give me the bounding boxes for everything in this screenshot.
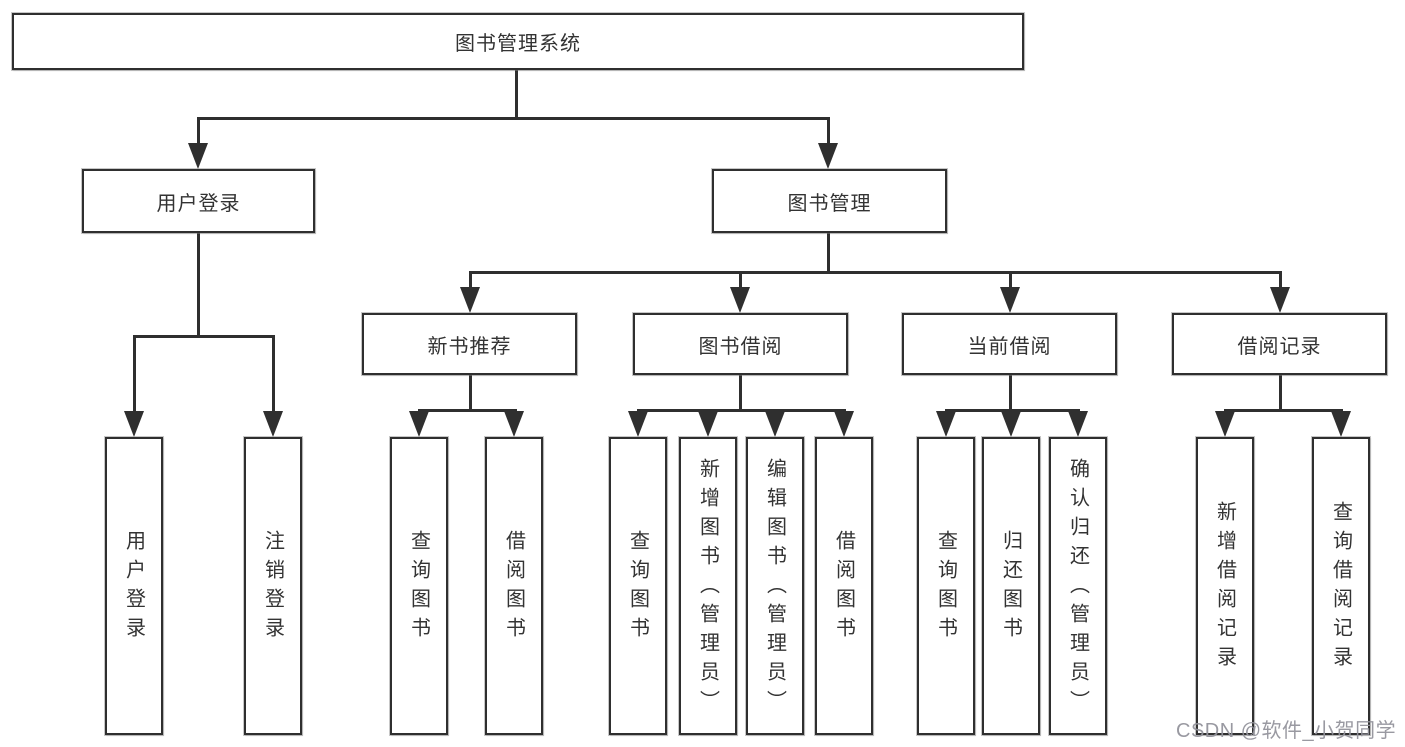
arrow-down-icon: [1331, 411, 1351, 437]
arrow-down-icon: [263, 411, 283, 437]
connector-line: [197, 117, 200, 147]
leaf-bb-add-book-admin: 新增图书（管理员）: [679, 437, 737, 735]
connector-line: [827, 117, 830, 147]
connector-line: [739, 271, 742, 291]
arrow-down-icon: [460, 287, 480, 313]
leaf-br-query-record: 查询借阅记录: [1312, 437, 1370, 735]
arrow-down-icon: [1068, 411, 1088, 437]
leaf-bb-edit-book-admin: 编辑图书（管理员）: [746, 437, 804, 735]
leaf-label: 编辑图书（管理员）: [763, 457, 786, 719]
connector-line: [133, 335, 136, 415]
connector-line: [1009, 271, 1012, 291]
connector-line: [1224, 409, 1343, 412]
node-root-label: 图书管理系统: [455, 33, 581, 55]
leaf-label: 注销登录: [261, 530, 284, 646]
leaf-cb-query-book: 查询图书: [917, 437, 975, 735]
leaf-cb-return-book: 归还图书: [982, 437, 1040, 735]
arrow-down-icon: [409, 411, 429, 437]
arrow-down-icon: [765, 411, 785, 437]
leaf-br-add-record: 新增借阅记录: [1196, 437, 1254, 735]
arrow-down-icon: [1000, 287, 1020, 313]
leaf-label: 新增图书（管理员）: [696, 457, 719, 719]
node-current-borrowing: 当前借阅: [902, 313, 1117, 375]
arrow-down-icon: [818, 143, 838, 169]
leaf-label: 查询图书: [407, 530, 430, 646]
arrow-down-icon: [1001, 411, 1021, 437]
leaf-logout: 注销登录: [244, 437, 302, 735]
arrow-down-icon: [188, 143, 208, 169]
node-user-login: 用户登录: [82, 169, 315, 233]
arrow-down-icon: [834, 411, 854, 437]
connector-line: [637, 409, 846, 412]
arrow-down-icon: [936, 411, 956, 437]
csdn-watermark: CSDN @软件_小贺同学: [1176, 720, 1397, 742]
leaf-label: 新增借阅记录: [1213, 501, 1236, 675]
connector-line: [197, 233, 200, 337]
leaf-label: 查询图书: [626, 530, 649, 646]
arrow-down-icon: [1215, 411, 1235, 437]
leaf-label: 借阅图书: [502, 530, 525, 646]
connector-line: [1279, 271, 1282, 291]
leaf-label: 借阅图书: [832, 530, 855, 646]
connector-line: [469, 375, 472, 412]
leaf-bb-borrow-book: 借阅图书: [815, 437, 873, 735]
leaf-label: 查询借阅记录: [1329, 501, 1352, 675]
connector-line: [827, 233, 830, 274]
leaf-label: 查询图书: [934, 530, 957, 646]
connector-line: [469, 271, 1282, 274]
arrow-down-icon: [698, 411, 718, 437]
node-book-management: 图书管理: [712, 169, 947, 233]
leaf-user-login: 用户登录: [105, 437, 163, 735]
leaf-nb-borrow-book: 借阅图书: [485, 437, 543, 735]
connector-line: [133, 335, 275, 338]
node-borrowing-records-label: 借阅记录: [1237, 335, 1322, 358]
connector-line: [515, 70, 518, 118]
node-book-management-label: 图书管理: [787, 192, 872, 215]
connector-line: [1009, 375, 1012, 412]
node-new-book-recommend-label: 新书推荐: [427, 335, 512, 358]
leaf-bb-query-book: 查询图书: [609, 437, 667, 735]
node-book-borrowing: 图书借阅: [633, 313, 848, 375]
leaf-label: 归还图书: [999, 530, 1022, 646]
leaf-label: 用户登录: [122, 530, 145, 646]
node-book-borrowing-label: 图书借阅: [698, 335, 783, 358]
connector-line: [418, 409, 517, 412]
arrow-down-icon: [1270, 287, 1290, 313]
connector-line: [272, 335, 275, 415]
node-borrowing-records: 借阅记录: [1172, 313, 1387, 375]
arrow-down-icon: [730, 287, 750, 313]
connector-line: [197, 117, 830, 120]
connector-line: [1279, 375, 1282, 412]
arrow-down-icon: [124, 411, 144, 437]
connector-line: [739, 375, 742, 412]
leaf-nb-query-book: 查询图书: [390, 437, 448, 735]
node-new-book-recommend: 新书推荐: [362, 313, 577, 375]
arrow-down-icon: [504, 411, 524, 437]
connector-line: [469, 271, 472, 291]
arrow-down-icon: [628, 411, 648, 437]
node-root: 图书管理系统: [12, 13, 1024, 70]
node-current-borrowing-label: 当前借阅: [967, 335, 1052, 358]
node-user-login-label: 用户登录: [156, 192, 241, 215]
leaf-label: 确认归还（管理员）: [1066, 457, 1089, 719]
leaf-cb-confirm-return-admin: 确认归还（管理员）: [1049, 437, 1107, 735]
